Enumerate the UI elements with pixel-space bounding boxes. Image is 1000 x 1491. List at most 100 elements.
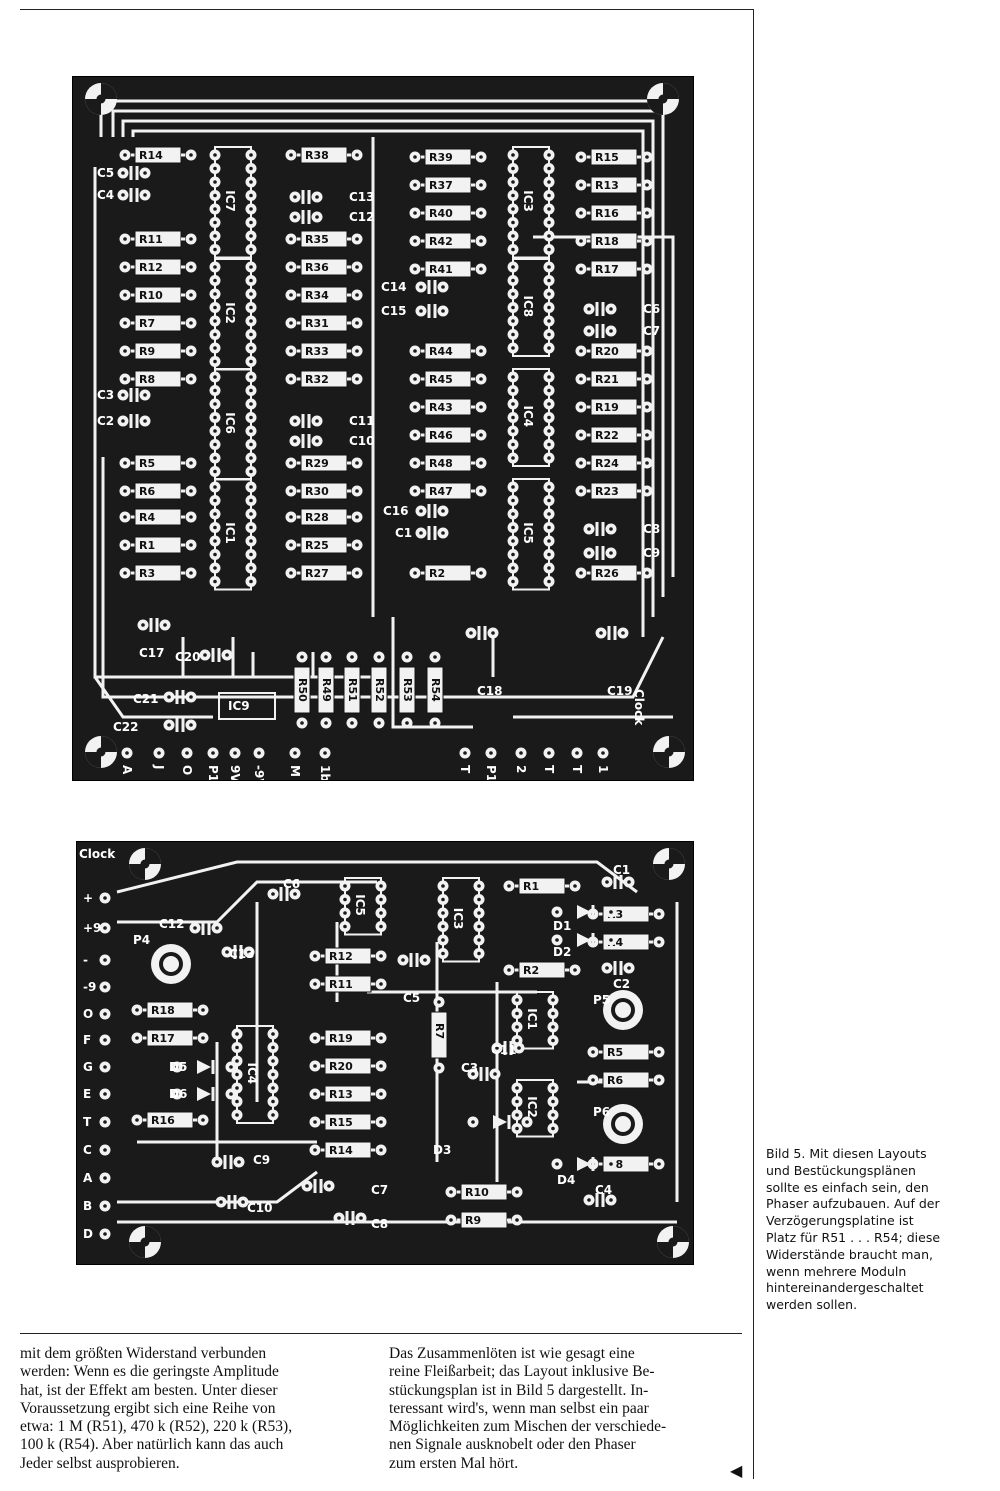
resistor-label: R42 bbox=[429, 235, 453, 248]
resistor-label: R4 bbox=[139, 511, 155, 524]
capacitor-label: C11 bbox=[349, 414, 375, 428]
ic-label: IC1 bbox=[223, 522, 237, 544]
capacitor-label: C17 bbox=[139, 646, 165, 660]
top-rule bbox=[20, 9, 754, 10]
capacitor-label: C6 bbox=[643, 302, 660, 316]
resistor-label: R9 bbox=[465, 1214, 481, 1227]
resistor-label: R27 bbox=[305, 567, 329, 580]
resistor-r51 bbox=[343, 666, 361, 714]
pin-label-9: P1b bbox=[484, 765, 498, 780]
pin-label-0: + bbox=[83, 891, 93, 905]
capacitor-label: C15 bbox=[381, 304, 407, 318]
pin-label-4: 9V bbox=[228, 765, 242, 780]
potentiometer-label: P4 bbox=[133, 933, 150, 947]
capacitor-label: C2 bbox=[97, 414, 114, 428]
resistor-label: R36 bbox=[305, 261, 329, 274]
resistor-label: R21 bbox=[595, 373, 619, 386]
resistor-label: R54 bbox=[429, 678, 442, 702]
resistor-label: R13 bbox=[329, 1088, 353, 1101]
pin-label-13: 1 bbox=[596, 765, 610, 773]
capacitor-label: C12 bbox=[349, 210, 375, 224]
diode-label: D1 bbox=[553, 919, 571, 933]
ic-label: IC4 bbox=[521, 406, 535, 428]
ic-label: IC8 bbox=[521, 296, 535, 318]
ic-label: IC3 bbox=[521, 190, 535, 212]
ic-ic1 bbox=[516, 991, 554, 1050]
resistor-label: R37 bbox=[429, 179, 453, 192]
resistor-label: R50 bbox=[296, 678, 309, 702]
resistor-label: R18 bbox=[151, 1004, 175, 1017]
resistor-r50 bbox=[293, 666, 311, 714]
resistor-label: R31 bbox=[305, 317, 329, 330]
pin-label-9: C bbox=[83, 1143, 92, 1157]
capacitor-label: C3 bbox=[461, 1061, 478, 1075]
copper-trace bbox=[116, 860, 638, 894]
resistor-label: R26 bbox=[595, 567, 619, 580]
resistor-label: R9 bbox=[139, 345, 155, 358]
pin-label-2: O bbox=[180, 765, 194, 775]
resistor-label: R24 bbox=[595, 457, 619, 470]
ic-label: IC2 bbox=[223, 302, 237, 324]
figure-caption: Bild 5. Mit diesen Layouts und Bestückun… bbox=[766, 1146, 941, 1313]
resistor-label: R49 bbox=[320, 678, 333, 702]
capacitor-label: C18 bbox=[477, 684, 503, 698]
pin-label-0: A bbox=[120, 765, 134, 775]
ic-label: IC9 bbox=[228, 699, 250, 713]
capacitor-label: C8 bbox=[371, 1217, 388, 1231]
ic-ic2 bbox=[516, 1079, 554, 1138]
capacitor-label: C11 bbox=[491, 1043, 517, 1057]
capacitor-label: C5 bbox=[97, 166, 114, 180]
pin-label-7: E bbox=[83, 1087, 91, 1101]
pin-label-5: -9V bbox=[252, 765, 266, 780]
resistor-label: R12 bbox=[329, 950, 353, 963]
resistor-r54 bbox=[426, 666, 444, 714]
pin-label-12: T bbox=[570, 765, 584, 774]
resistor-label: R40 bbox=[429, 207, 453, 220]
resistor-label: R38 bbox=[305, 149, 329, 162]
resistor-label: R6 bbox=[139, 485, 155, 498]
capacitor-label: C6 bbox=[283, 877, 300, 891]
capacitor-label: C16 bbox=[383, 504, 409, 518]
resistor-label: R2 bbox=[429, 567, 445, 580]
resistor-label: R33 bbox=[305, 345, 329, 358]
resistor-label: R14 bbox=[139, 149, 163, 162]
resistor-label: R5 bbox=[139, 457, 155, 470]
resistor-label: R19 bbox=[329, 1032, 353, 1045]
resistor-label: R25 bbox=[305, 539, 329, 552]
resistor-label: R29 bbox=[305, 457, 329, 470]
resistor-label: R19 bbox=[595, 401, 619, 414]
capacitor-label: C4 bbox=[97, 188, 114, 202]
resistor-r49 bbox=[317, 666, 335, 714]
resistor-label: R17 bbox=[151, 1032, 175, 1045]
resistor-label: R20 bbox=[595, 345, 619, 358]
ic-ic1 bbox=[214, 478, 252, 591]
diode-d4 bbox=[577, 1157, 591, 1171]
pin-label-11: T bbox=[542, 765, 556, 774]
diode-label: D2 bbox=[553, 945, 571, 959]
capacitor-label: C12 bbox=[159, 917, 185, 931]
ic-ic3 bbox=[442, 877, 480, 963]
pin-label-7: 1b bbox=[318, 765, 332, 780]
resistor-label: R18 bbox=[595, 235, 619, 248]
ic-ic5 bbox=[512, 478, 550, 591]
diode-label: D5 bbox=[169, 1060, 187, 1074]
resistor-label: R7 bbox=[139, 317, 155, 330]
resistor-label: R7 bbox=[433, 1023, 446, 1039]
resistor-label: R16 bbox=[151, 1114, 175, 1127]
pin-label-8: T bbox=[83, 1115, 92, 1129]
resistor-r7 bbox=[430, 1011, 448, 1059]
resistor-label: R45 bbox=[429, 373, 453, 386]
ic-label: IC7 bbox=[223, 190, 237, 212]
pin-label-12: D bbox=[83, 1227, 93, 1241]
body-text-right: Das Zusammenlöten ist wie gesagt eine re… bbox=[389, 1345, 667, 1472]
resistor-label: R51 bbox=[346, 678, 359, 702]
resistor-label: R10 bbox=[139, 289, 163, 302]
ic-label: IC3 bbox=[451, 908, 465, 930]
diode-d1 bbox=[577, 905, 591, 919]
pin-label-10: A bbox=[83, 1171, 93, 1185]
diode-d6 bbox=[197, 1087, 211, 1101]
resistor-label: R11 bbox=[139, 233, 163, 246]
end-of-article-icon: ◀ bbox=[730, 1461, 743, 1480]
pcb-top-graphic: R14R11R12R10R7R9R8R5R6R4R1R3R38R35R36R34… bbox=[85, 83, 685, 780]
